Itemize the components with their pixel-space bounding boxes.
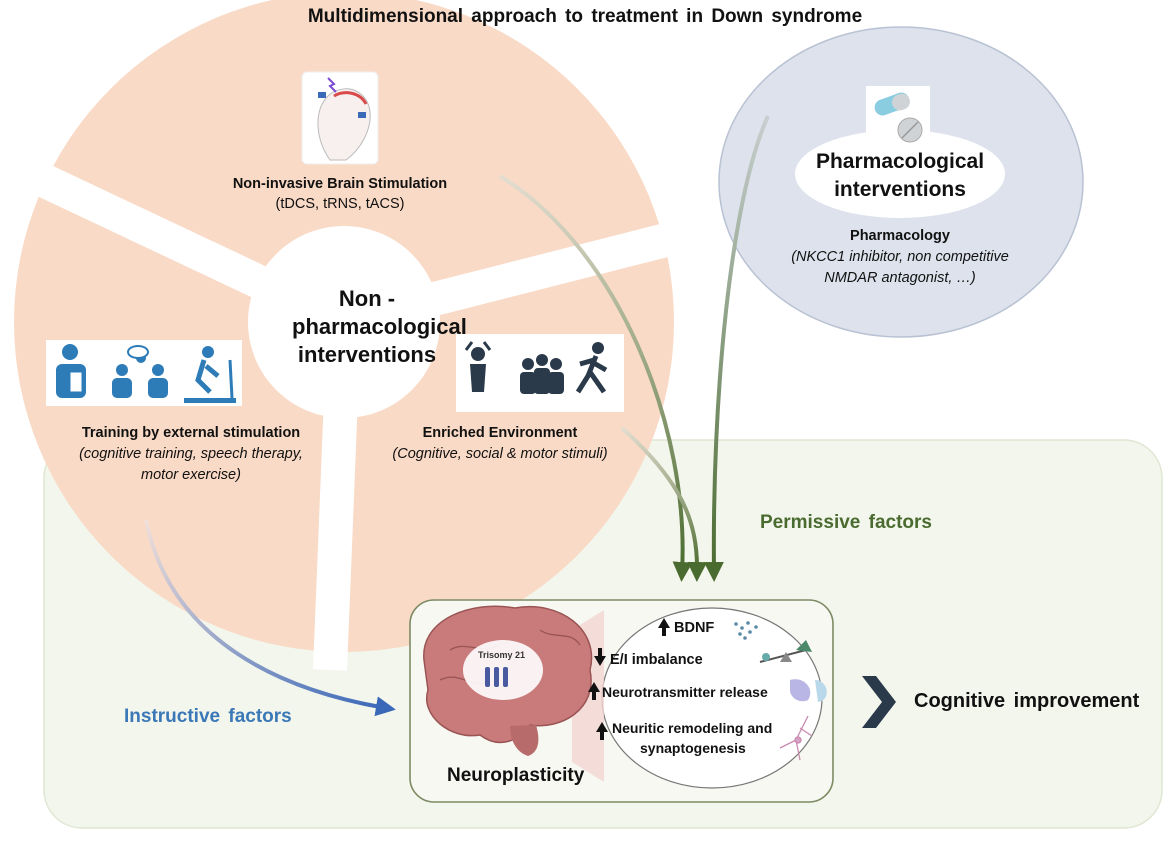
pharm-detail-2: NMDAR antagonist, …) (824, 270, 976, 286)
neuron-icon (779, 715, 813, 761)
enriched-subtitle: (Cognitive, social & motor stimuli) (392, 446, 608, 462)
training-subtitle-1: (cognitive training, speech therapy, (79, 446, 303, 462)
effect-neuritic-1: Neuritic remodeling and (612, 720, 773, 736)
instructive-factors-label: Instructive factors (124, 706, 292, 727)
pill-icon (866, 86, 930, 148)
bdnf-dots-icon (734, 621, 758, 640)
enriched-title: Enriched Environment (422, 425, 578, 441)
arrow-nibs (498, 174, 693, 582)
chevron-right-icon (862, 676, 896, 728)
cognitive-improvement-label: Cognitive improvement (914, 690, 1140, 712)
effect-neurotransmitter: Neurotransmitter release (602, 684, 768, 700)
training-icons (46, 340, 242, 406)
pharm-title: Pharmacological interventions (815, 150, 985, 201)
nibs-title: Non-invasive Brain Stimulation (232, 176, 448, 192)
balance-icon (759, 640, 812, 663)
nibs-subtitle: (tDCS, tRNS, tACS) (275, 196, 405, 212)
neuroplasticity-label: Neuroplasticity (447, 765, 585, 786)
brain-icon (423, 605, 593, 756)
effect-ei-imbalance: E/I imbalance (610, 652, 703, 668)
pharm-subtitle: Pharmacology (850, 228, 950, 244)
arrow-enriched (620, 426, 708, 582)
non-pharm-hub-label: Non - pharmacological interventions (292, 286, 467, 367)
effect-neuritic-2: synaptogenesis (640, 740, 746, 756)
arrow-pharm (703, 115, 770, 582)
enriched-icons (456, 334, 624, 412)
brain-stimulation-icon (301, 71, 379, 165)
pharm-inner-ellipse (795, 130, 1005, 218)
effect-bdnf: BDNF (674, 620, 715, 636)
non-pharm-hub (248, 226, 440, 418)
arrow-training (144, 519, 396, 717)
synapse-icon (790, 679, 827, 702)
trisomy-label: Trisomy 21 (478, 650, 526, 660)
up-arrow-icon (588, 618, 670, 740)
pharm-detail-1: (NKCC1 inhibitor, non competitive (791, 249, 1009, 265)
training-title: Training by external stimulation (81, 425, 301, 441)
down-arrow-icon (594, 648, 606, 666)
page-title: Multidimensional approach to treatment i… (307, 6, 863, 27)
permissive-factors-label: Permissive factors (760, 512, 932, 533)
training-subtitle-2: motor exercise) (141, 467, 241, 483)
